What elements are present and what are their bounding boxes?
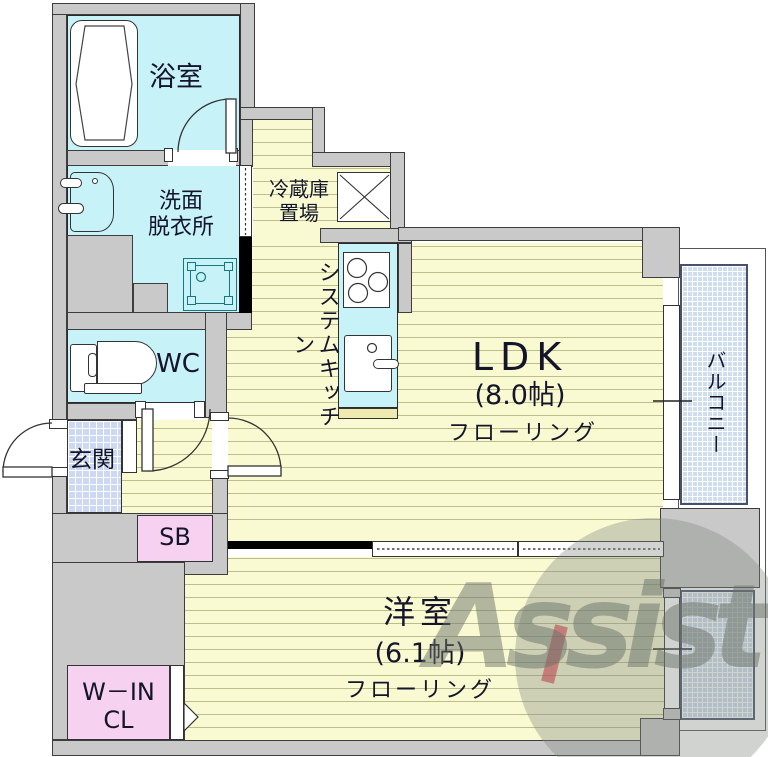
entrance-door-arc xyxy=(2,422,53,473)
washer-pan-corner-br xyxy=(224,296,233,305)
ldk-name-label: LDK xyxy=(471,335,569,379)
washroom-notch-2 xyxy=(133,283,168,313)
wall-bottom-step xyxy=(640,718,680,756)
wall-kitchen-right-low xyxy=(398,243,412,313)
hall-ldk-door-leaf xyxy=(227,465,282,477)
washer-pan-inner xyxy=(190,265,230,304)
bathroom-door-opening xyxy=(168,150,236,166)
washbasin-shelf-2 xyxy=(58,203,84,214)
walkin-closet-label: W－IN CL xyxy=(82,678,155,734)
toilet-lever xyxy=(88,353,97,377)
wall-ldk-corner-step xyxy=(642,227,680,278)
hall-ldk-door-arc xyxy=(227,417,282,472)
entrance-jamb-top xyxy=(49,419,68,429)
shoebox-room xyxy=(137,515,213,562)
basin-faucet xyxy=(92,178,98,184)
sink-faucet xyxy=(366,342,378,354)
stove-burner-2 xyxy=(367,271,389,293)
hall-ldk-door-opening xyxy=(212,418,228,478)
genkan-tile xyxy=(67,420,122,513)
ldk-western-wall-bar xyxy=(228,541,372,549)
bathtub-inner xyxy=(75,25,133,141)
sliding-door-panel-2 xyxy=(518,541,664,557)
stove-burner-3 xyxy=(347,282,369,304)
wc-label: WC xyxy=(156,349,200,379)
washroom-notch-1 xyxy=(67,235,133,313)
western-room-floor xyxy=(185,549,665,741)
washroom-pocket-door xyxy=(239,165,252,237)
entrance-opening xyxy=(52,428,67,468)
washer-drain xyxy=(195,271,207,283)
bathroom-door-leaf xyxy=(225,98,237,154)
ldk-floor xyxy=(227,243,663,541)
balcony-lower xyxy=(680,590,755,720)
balcony-upper xyxy=(680,264,748,505)
western-size-label: (6.1帖) xyxy=(374,638,466,669)
washroom-pocket-wall xyxy=(239,237,252,313)
fridge-label: 冷蔵庫 置場 xyxy=(269,177,329,225)
shoebox-label: SB xyxy=(159,523,191,551)
washer-pan-corner-tr xyxy=(224,262,233,271)
wc-door-jamb-right xyxy=(194,401,205,418)
washroom-label: 洗面 脱衣所 xyxy=(147,189,214,240)
walkin-closet-room xyxy=(67,665,170,740)
balcony-label: バルコニー xyxy=(703,349,727,455)
entrance-door-leaf xyxy=(2,466,53,478)
kitchen-corridor-floor-upper xyxy=(253,120,312,167)
walkin-closet-door-swing xyxy=(183,701,199,733)
sliding-door-panel-1 xyxy=(372,541,518,557)
genkan-step xyxy=(122,420,137,473)
washer-pan-corner-bl xyxy=(187,296,196,305)
western-name-label: 洋室 xyxy=(382,593,457,631)
western-flooring-label: フローリング xyxy=(344,678,495,703)
wc-door-arc xyxy=(147,408,211,472)
hall-ldk-jamb-top xyxy=(210,412,229,421)
bathroom-door-jamb-left xyxy=(164,148,173,162)
fridge-x-line-2 xyxy=(339,174,390,220)
kitchen-sink-handle xyxy=(373,359,399,369)
washbasin-shelf-1 xyxy=(60,178,82,188)
wc-door-leaf xyxy=(141,408,154,472)
kitchen-label: システムキッチン xyxy=(289,261,340,429)
washer-pan xyxy=(183,258,237,311)
washer-pan-corner-tl xyxy=(187,262,196,271)
bathroom-door-arc xyxy=(177,98,232,153)
genkan-label: 玄関 xyxy=(69,447,115,473)
western-balcony-window xyxy=(664,597,680,709)
hallway-floor xyxy=(122,405,213,520)
stove-burner-1 xyxy=(346,257,368,279)
bathroom-label: 浴室 xyxy=(149,62,203,93)
ldk-western-wall-under xyxy=(228,549,372,557)
ldk-balcony-window xyxy=(663,305,680,500)
ldk-size-label: (8.0帖) xyxy=(474,380,566,411)
kitchen-counter-end xyxy=(338,408,398,419)
ldk-flooring-label: フローリング xyxy=(447,421,598,446)
toilet-base xyxy=(84,383,142,394)
wc-door-opening xyxy=(137,403,205,420)
